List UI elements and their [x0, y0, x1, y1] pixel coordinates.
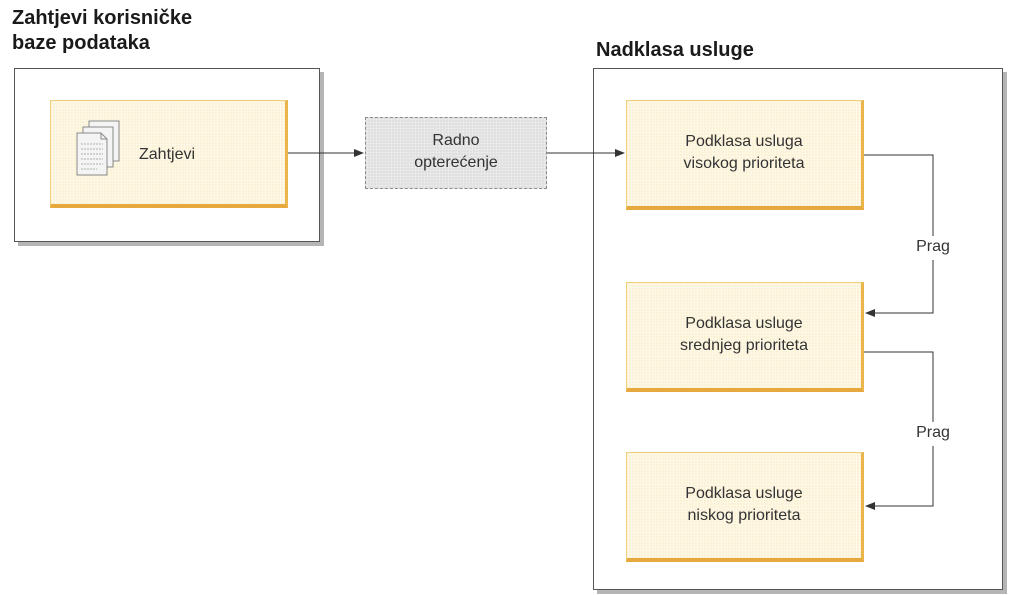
- medium-priority-label: Podklasa usluge srednjeg prioriteta: [679, 315, 809, 354]
- medium-priority-subclass-box: Podklasa usluge srednjeg prioriteta: [626, 282, 864, 392]
- workload-box: Radno opterećenje: [365, 117, 547, 189]
- threshold-arrow-high-to-mid: [864, 154, 934, 313]
- threshold-arrow-mid-to-low: [864, 351, 934, 506]
- title-line-1: Zahtjevi korisničke: [12, 7, 193, 29]
- workload-label: Radno opterećenje: [414, 132, 498, 171]
- high-priority-label: Podklasa usluga visokog prioriteta: [683, 133, 805, 172]
- threshold-label-2: Prag: [908, 422, 958, 444]
- low-priority-subclass-box: Podklasa usluge niskog prioriteta: [626, 452, 864, 562]
- requests-box: Zahtjevi: [50, 100, 288, 208]
- threshold-label-1: Prag: [908, 236, 958, 258]
- high-priority-subclass-box: Podklasa usluga visokog prioriteta: [626, 100, 864, 210]
- requests-label: Zahtjevi: [139, 146, 196, 163]
- user-database-requests-title: Zahtjevi korisničke baze podataka: [12, 6, 312, 56]
- service-superclass-title: Nadklasa usluge: [596, 39, 754, 61]
- low-priority-label: Podklasa usluge niskog prioriteta: [685, 485, 803, 524]
- documents-icon: [76, 120, 120, 176]
- title-line-2: baze podataka: [12, 32, 150, 54]
